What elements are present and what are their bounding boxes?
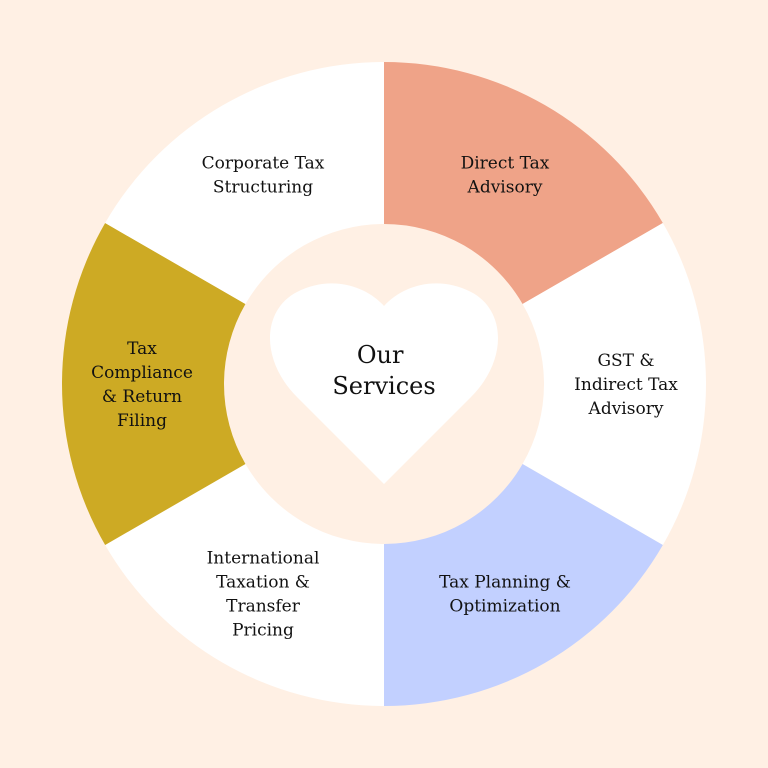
segment-label-line: Compliance bbox=[91, 363, 193, 383]
segment-label-line: International bbox=[207, 549, 320, 569]
segment-label-line: & Return bbox=[102, 387, 182, 407]
segment-label-line: Transfer bbox=[226, 597, 301, 617]
segment-label: Tax Planning & Optimization bbox=[439, 573, 571, 617]
segment-shape bbox=[105, 62, 384, 304]
center-title: Our Services bbox=[332, 341, 435, 400]
segment-label-line: Taxation & bbox=[216, 573, 310, 593]
segment-shape bbox=[522, 223, 706, 545]
segment-tax-planning: Tax Planning & Optimization bbox=[384, 464, 663, 706]
segment-label-line: Structuring bbox=[213, 177, 313, 197]
segment-label-line: Filing bbox=[117, 411, 167, 431]
segment-label-line: Pricing bbox=[232, 621, 294, 641]
segment-shape bbox=[384, 464, 663, 706]
segment-label-line: GST & bbox=[597, 351, 654, 371]
segment-label-line: Tax bbox=[127, 339, 157, 359]
center-title-line: Services bbox=[332, 372, 435, 400]
segment-shape bbox=[105, 464, 384, 706]
segment-shape bbox=[61, 223, 246, 545]
segment-label-line: Advisory bbox=[467, 177, 543, 197]
segment-label-line: Direct Tax bbox=[461, 153, 550, 173]
center-title-line: Our bbox=[357, 341, 404, 369]
segment-shape bbox=[384, 62, 663, 304]
segment-label-line: Corporate Tax bbox=[202, 153, 325, 173]
segment-label-line: Indirect Tax bbox=[574, 375, 678, 395]
segment-label-line: Optimization bbox=[449, 597, 560, 617]
segment-label-line: Tax Planning & bbox=[439, 573, 571, 593]
heart-shape bbox=[269, 283, 499, 484]
segment-label-line: Advisory bbox=[588, 399, 664, 419]
